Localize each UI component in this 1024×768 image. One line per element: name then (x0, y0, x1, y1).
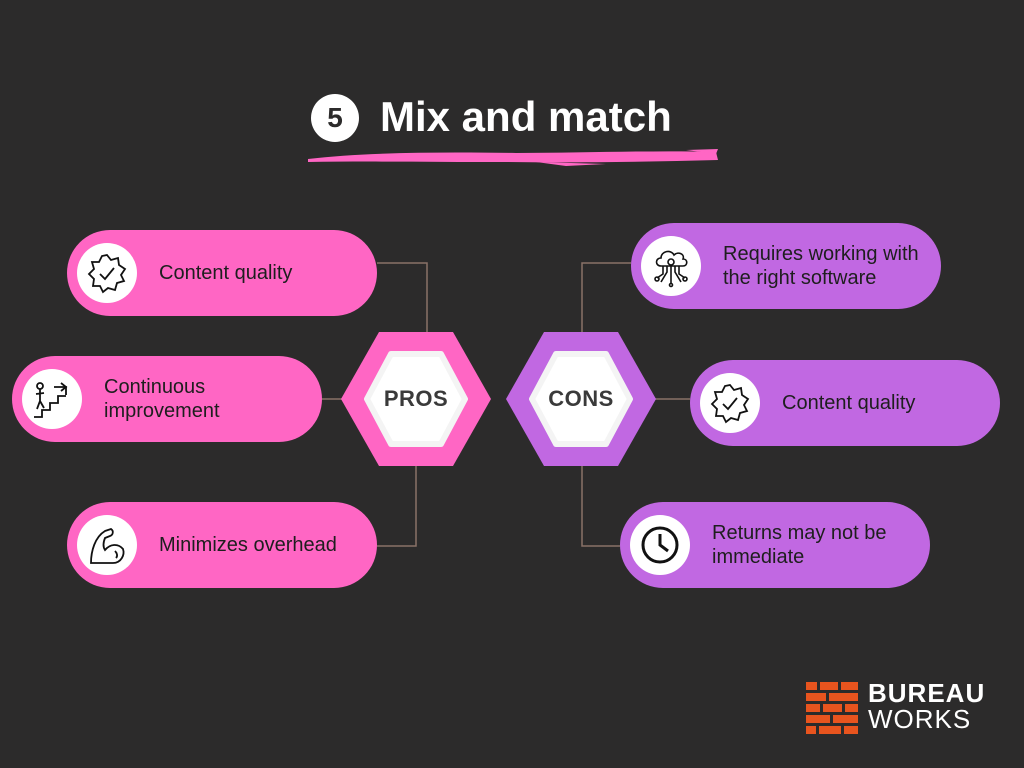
pros-item-continuous-improvement: Continuous improvement (12, 356, 322, 442)
logo-line2: WORKS (868, 704, 972, 734)
pros-hexagon: PROS (341, 332, 491, 466)
stairs-climber-icon (22, 369, 82, 429)
cons-item-returns-not-immediate: Returns may not be immediate (620, 502, 930, 588)
brush-underline (308, 149, 718, 166)
pros-item-label: Content quality (159, 262, 293, 284)
step-number-badge: 5 (311, 94, 359, 142)
quality-badge-icon (700, 373, 760, 433)
cons-item-requires-software: Requires working with the right software (631, 223, 941, 309)
pros-item-label: Continuous improvement (104, 376, 220, 422)
bureau-works-logo: BUREAU WORKS (806, 680, 1006, 736)
logo-line1: BUREAU (868, 678, 986, 708)
cons-item-label: Requires working with the right software (723, 243, 919, 289)
page-title: Mix and match (380, 93, 672, 140)
quality-badge-icon (77, 243, 137, 303)
cloud-network-icon (641, 236, 701, 296)
brick-wall-icon (806, 682, 858, 734)
pros-label: PROS (383, 386, 449, 411)
cons-hexagon: CONS (506, 332, 656, 466)
cons-item-label: Content quality (782, 392, 916, 414)
cons-label: CONS (548, 386, 614, 411)
pros-item-label: Minimizes overhead (159, 534, 337, 556)
title-area: 5 Mix and match (0, 0, 1024, 180)
pros-item-minimizes-overhead: Minimizes overhead (67, 502, 377, 588)
flexed-arm-icon (77, 515, 137, 575)
cons-item-label: Returns may not be immediate (712, 522, 887, 568)
clock-icon (630, 515, 690, 575)
cons-item-content-quality: Content quality (690, 360, 1000, 446)
pros-item-content-quality: Content quality (67, 230, 377, 316)
